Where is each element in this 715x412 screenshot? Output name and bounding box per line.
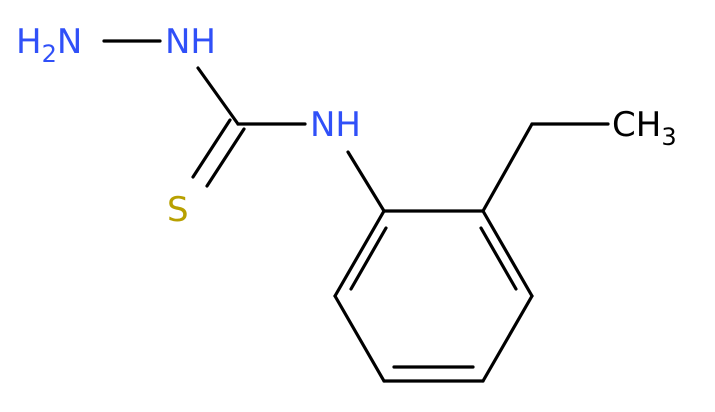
atom-label-hydrazine-nh: NH — [165, 22, 216, 62]
atom-label-nh2: H2N — [16, 22, 82, 68]
ring-inner-6-1 — [349, 226, 388, 291]
bond-ring-ch2 — [481, 122, 534, 213]
atom-labels: H2N NH NH S CH3 — [16, 22, 677, 230]
ring-bond-2-3 — [481, 209, 534, 298]
methyl-subscript: 3 — [661, 123, 676, 151]
atom-label-amide-nh: NH — [310, 105, 361, 145]
atom-label-sulfur: S — [167, 190, 189, 230]
ring-bond-5-6 — [333, 294, 386, 383]
ring-bond-6-1 — [333, 209, 386, 298]
nh2-n: N — [57, 22, 82, 62]
bonds — [102, 39, 610, 383]
bond-nh-ring — [346, 150, 386, 213]
methyl-ch: CH — [612, 105, 661, 145]
ring-bond-3-4 — [481, 294, 534, 383]
bond-c-s-2 — [205, 127, 246, 188]
bond-nh-c — [196, 66, 240, 126]
nh2-subscript: 2 — [42, 40, 57, 68]
atom-label-methyl: CH3 — [612, 105, 677, 151]
ring-inner-2-3 — [479, 226, 518, 291]
nh2-h: H — [16, 22, 42, 62]
bond-c-s-1 — [191, 118, 232, 179]
